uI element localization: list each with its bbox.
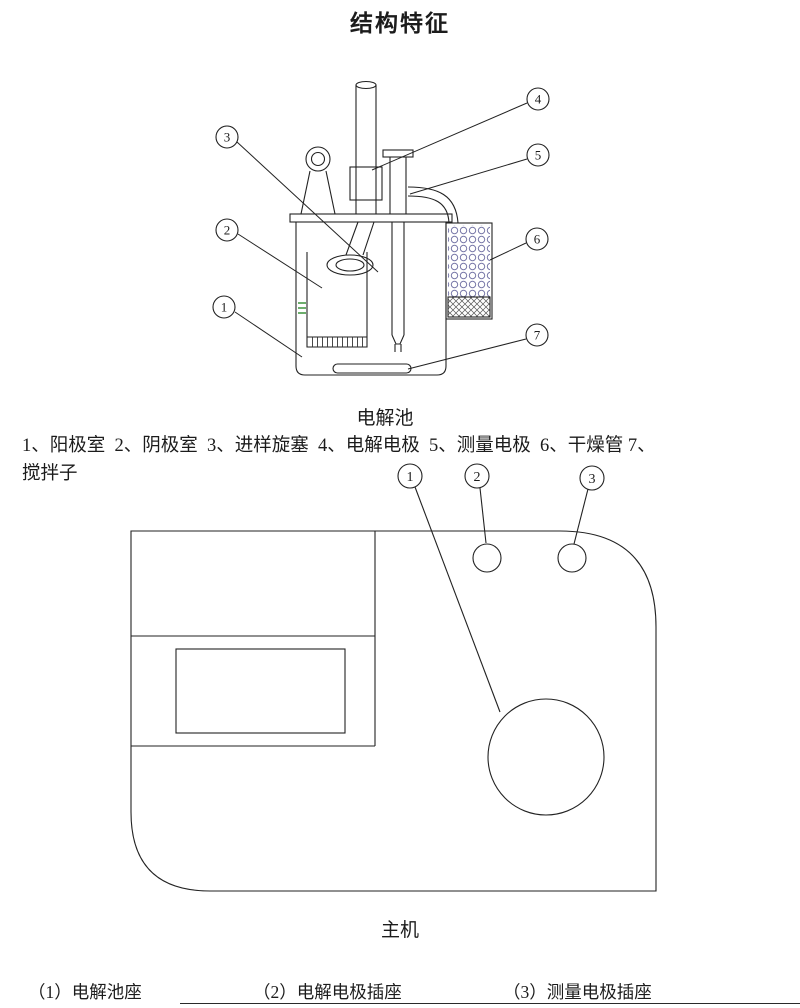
right-tube-flange	[382, 149, 414, 158]
electrolysis-socket-circle	[472, 543, 502, 573]
callout-1: 1	[212, 295, 236, 319]
ring-handle-icon	[305, 146, 331, 172]
measure-socket-circle	[557, 543, 587, 573]
main-unit-diagram: 1 2 3	[130, 463, 657, 892]
cell-glassware	[289, 80, 493, 376]
page-title: 结构特征	[350, 11, 450, 36]
bottom-legend-item-2: （2）电解电极插座	[253, 982, 402, 1002]
bottom-legend-item-3: （3）测量电极插座	[503, 982, 652, 1002]
vessel-body	[295, 222, 447, 376]
main-callout-1-label: 1	[407, 470, 414, 485]
cell-caption: 电解池	[356, 408, 414, 429]
cell-legend: 1、阳极室 2、阴极室 3、进样旋塞 4、电解电极 5、测量电极 6、干燥管 7…	[22, 432, 782, 488]
bent-tube	[407, 186, 459, 224]
right-tube	[389, 157, 407, 214]
callout-6-label: 6	[534, 232, 541, 247]
callout-6: 6	[525, 227, 549, 251]
callout-4-label: 4	[535, 92, 542, 107]
vessel-lid	[289, 213, 453, 223]
leader-lines	[234, 102, 528, 370]
main-callouts: 1 2 3	[397, 463, 605, 491]
center-tube	[355, 85, 377, 214]
cell-callouts: 3 4 5 2 6 1 7	[212, 87, 550, 347]
inner-beaker	[306, 252, 368, 348]
page-bottom-rule	[180, 1003, 800, 1004]
main-callout-3: 3	[579, 465, 605, 491]
drying-tube-plug	[447, 296, 491, 318]
callout-4: 4	[526, 87, 550, 111]
callout-2-label: 2	[224, 223, 231, 238]
main-callout-2: 2	[464, 463, 490, 489]
callout-5-label: 5	[535, 148, 542, 163]
drying-tube	[445, 222, 493, 320]
legend-line-1: 1、阳极室 2、阴极室 3、进样旋塞 4、电解电极 5、测量电极 6、干燥管 7…	[22, 436, 656, 456]
graduation-marks	[298, 302, 306, 314]
main-callout-2-label: 2	[474, 470, 481, 485]
callout-1-label: 1	[221, 300, 228, 315]
main-callout-3-label: 3	[589, 472, 596, 487]
callout-2: 2	[215, 218, 239, 242]
callout-3: 3	[215, 125, 239, 149]
main-unit-outline	[130, 530, 657, 892]
bottom-legend-item-1: （1）电解池座	[28, 982, 142, 1002]
electrolytic-cell-diagram: 3 4 5 2 6 1 7	[212, 80, 550, 376]
center-tube-joint	[349, 166, 383, 201]
cell-holder-circle	[487, 698, 605, 816]
left-joint-cone	[300, 170, 336, 215]
main-callout-1: 1	[397, 463, 423, 489]
callout-7: 7	[525, 323, 549, 347]
stopcock-mouth	[326, 254, 374, 276]
callout-5: 5	[526, 143, 550, 167]
main-unit-drawing	[130, 486, 657, 892]
display-window	[175, 648, 346, 734]
stir-bar	[332, 363, 412, 374]
callout-3-label: 3	[224, 130, 231, 145]
callout-7-label: 7	[534, 328, 541, 343]
electrode-tube	[391, 222, 405, 335]
legend-line-2: 搅拌子	[22, 464, 78, 484]
main-unit-caption: 主机	[380, 920, 419, 941]
